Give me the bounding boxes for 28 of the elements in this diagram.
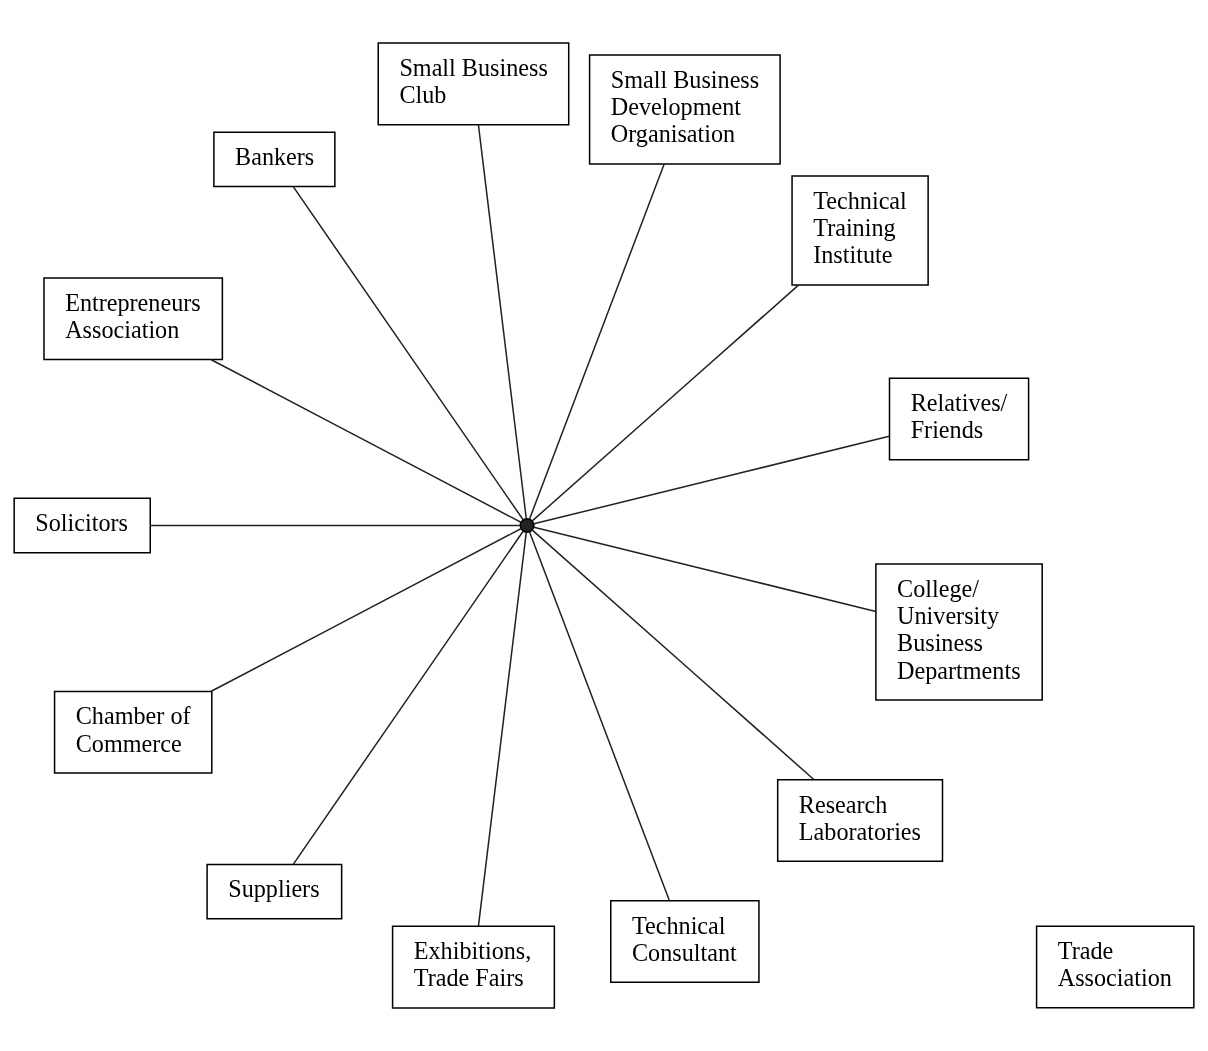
node-box: Solicitors	[13, 497, 151, 554]
node-box: Research Laboratories	[776, 778, 944, 863]
connector	[292, 530, 524, 865]
connector	[210, 528, 522, 693]
node-box: Technical Training Institute	[791, 175, 929, 286]
connector	[533, 435, 890, 525]
node-box: Relatives/ Friends	[888, 377, 1030, 461]
node-circle	[519, 517, 535, 534]
connector	[531, 529, 815, 781]
node-box: Exhibitions, Trade Fairs	[391, 925, 556, 1009]
connector	[531, 284, 800, 522]
connector	[292, 186, 524, 521]
node-box: Trade Association	[1035, 925, 1195, 1009]
connector	[149, 524, 521, 527]
node-box: Chamber of Commerce	[53, 690, 213, 774]
connector	[210, 358, 522, 523]
node-box: Small Business Club	[377, 42, 570, 126]
node-box: Entrepreneurs Association	[43, 277, 224, 361]
connector	[477, 531, 527, 927]
connector	[528, 163, 665, 520]
connector	[477, 124, 527, 520]
connector	[528, 531, 670, 901]
node-box: Technical Consultant	[610, 899, 760, 984]
node-box: Suppliers	[206, 863, 343, 920]
node-box: College/ University Business Departments	[875, 563, 1043, 701]
node-box: Bankers	[213, 131, 336, 188]
connector	[533, 526, 877, 613]
node-box: Small Business Development Organisation	[588, 54, 781, 165]
